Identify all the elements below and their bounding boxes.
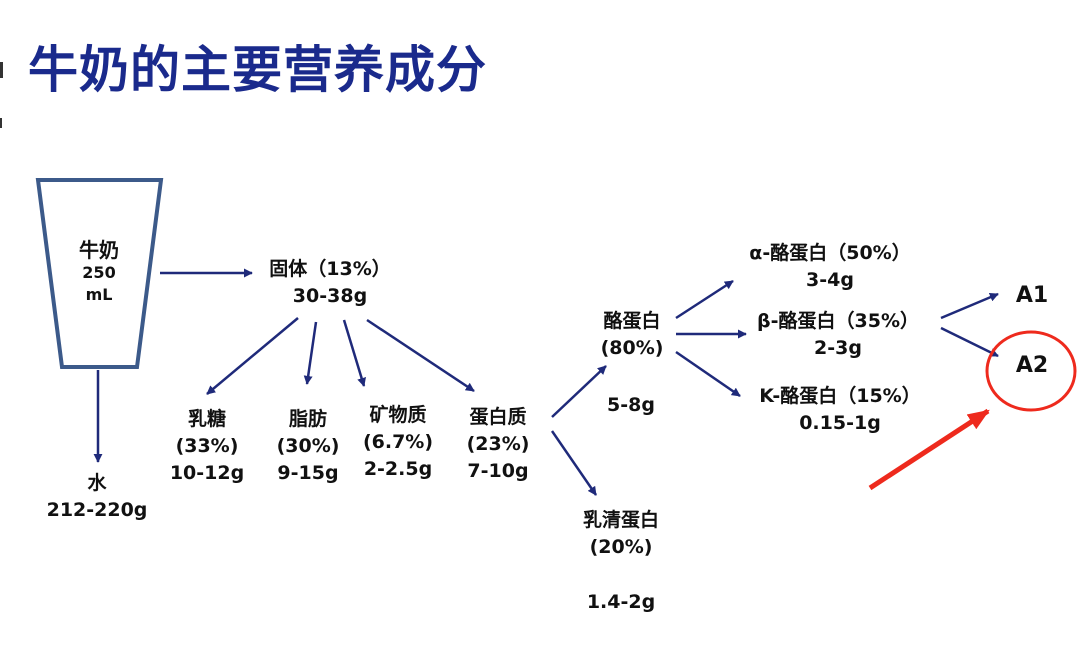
water-amount: 212-220g bbox=[46, 499, 148, 521]
whey-amount: 1.4-2g bbox=[586, 591, 656, 613]
kappa-casein-amount: 0.15-1g bbox=[799, 412, 881, 434]
lactose-label: 乳糖 bbox=[187, 408, 226, 430]
arrow-protein-to-casein bbox=[551, 365, 607, 418]
minerals-amount: 2-2.5g bbox=[363, 458, 433, 480]
variant-a1: A1 bbox=[1015, 283, 1049, 308]
beta-casein-node: β-酪蛋白（35%） 2-3g bbox=[757, 308, 919, 362]
water-label: 水 bbox=[87, 472, 107, 494]
whey-node: 乳清蛋白 (20%) bbox=[583, 507, 659, 561]
protein-pct: (23%) bbox=[466, 433, 530, 455]
milk-node: 牛奶 250 mL bbox=[79, 238, 119, 306]
lactose-node: 乳糖 (33%) 10-12g bbox=[170, 406, 244, 487]
milk-cup-shape bbox=[35, 178, 164, 369]
whey-label: 乳清蛋白 bbox=[582, 509, 660, 531]
fat-pct: (30%) bbox=[276, 435, 340, 457]
edge-mark-bottom bbox=[0, 118, 2, 128]
variant-a2: A2 bbox=[1015, 353, 1049, 378]
casein-node: 酪蛋白 (80%) bbox=[601, 308, 664, 362]
casein-amount: 5-8g bbox=[607, 394, 655, 416]
arrow-casein-to-alpha bbox=[675, 279, 734, 320]
arrow-solids-to-lactose bbox=[206, 317, 299, 395]
milk-label: 牛奶 bbox=[79, 238, 119, 262]
arrow-solids-to-fat bbox=[303, 321, 318, 385]
casein-label: 酪蛋白 bbox=[603, 310, 661, 332]
lactose-amount: 10-12g bbox=[169, 462, 245, 484]
beta-casein-label: β-酪蛋白（35%） bbox=[757, 310, 919, 332]
whey-pct: (20%) bbox=[589, 536, 653, 558]
protein-node: 蛋白质 (23%) 7-10g bbox=[467, 404, 530, 485]
alpha-casein-label: α-酪蛋白（50%） bbox=[749, 242, 911, 264]
solids-amount: 30-38g bbox=[292, 285, 368, 307]
arrow-casein-to-kappa bbox=[675, 350, 741, 398]
milk-unit: mL bbox=[85, 285, 113, 304]
arrow-solids-to-minerals bbox=[342, 319, 366, 387]
highlight-arrow bbox=[868, 408, 990, 491]
fat-amount: 9-15g bbox=[277, 462, 339, 484]
alpha-casein-node: α-酪蛋白（50%） 3-4g bbox=[749, 240, 910, 294]
edge-mark-top bbox=[0, 62, 3, 78]
arrow-beta-to-a1 bbox=[940, 292, 999, 320]
page-title: 牛奶的主要营养成分 bbox=[28, 41, 487, 99]
kappa-casein-node: K-酪蛋白（15%） 0.15-1g bbox=[759, 383, 920, 437]
lactose-pct: (33%) bbox=[175, 435, 239, 457]
arrow-protein-to-whey bbox=[550, 430, 598, 496]
minerals-node: 矿物质 (6.7%) 2-2.5g bbox=[363, 402, 433, 483]
fat-node: 脂肪 (30%) 9-15g bbox=[277, 406, 340, 487]
milk-volume: 250 bbox=[82, 263, 116, 282]
beta-casein-amount: 2-3g bbox=[814, 337, 862, 359]
arrow-beta-to-a2 bbox=[940, 326, 999, 358]
casein-pct: (80%) bbox=[600, 337, 664, 359]
arrow-solids-to-protein bbox=[366, 318, 475, 393]
alpha-casein-amount: 3-4g bbox=[806, 269, 854, 291]
protein-amount: 7-10g bbox=[467, 460, 529, 482]
water-node: 水 212-220g bbox=[47, 470, 148, 524]
a2-highlight-circle bbox=[985, 330, 1077, 412]
solids-node: 固体（13%） 30-38g bbox=[269, 256, 390, 310]
minerals-label: 矿物质 bbox=[369, 404, 427, 426]
fat-label: 脂肪 bbox=[288, 408, 328, 430]
kappa-casein-label: K-酪蛋白（15%） bbox=[759, 385, 921, 407]
solids-label: 固体（13%） bbox=[269, 258, 391, 280]
protein-label: 蛋白质 bbox=[469, 406, 527, 428]
minerals-pct: (6.7%) bbox=[362, 431, 434, 453]
